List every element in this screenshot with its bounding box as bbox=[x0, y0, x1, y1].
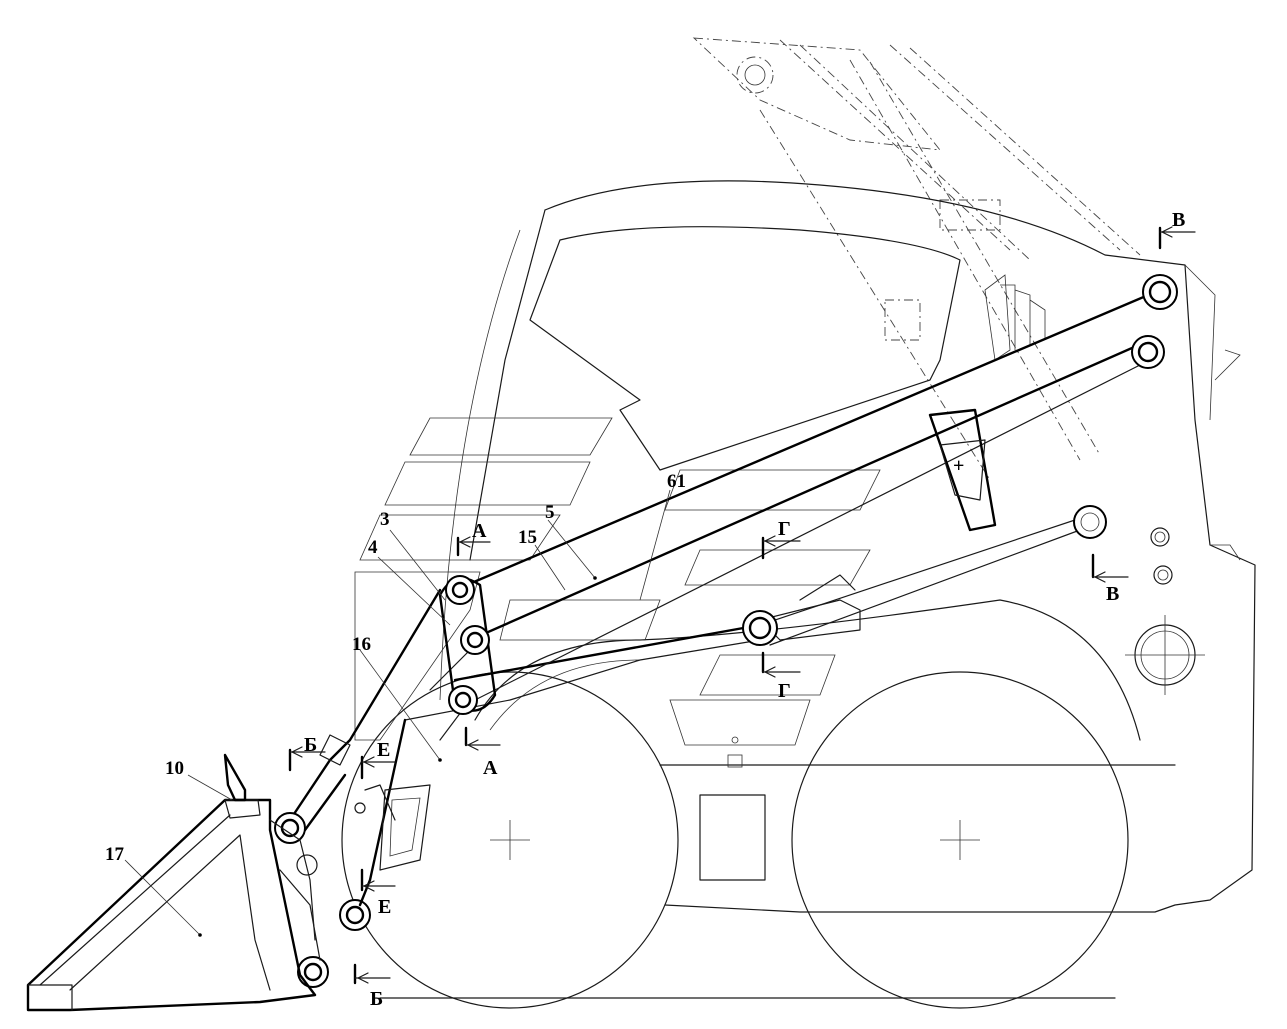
section-a-top-label: А bbox=[472, 520, 487, 542]
section-marks: А А Б Б В В Г Г bbox=[288, 209, 1196, 1010]
platform-outlines bbox=[354, 417, 881, 741]
section-g-top-label: Г bbox=[778, 518, 791, 540]
machine-body bbox=[379, 180, 1256, 999]
section-e-top-label: Е bbox=[377, 739, 390, 761]
callout-16: 16 bbox=[352, 634, 371, 655]
leader-lines bbox=[124, 489, 671, 937]
section-b-bottom-label: Б bbox=[370, 988, 383, 1010]
callout-61: 61 bbox=[667, 471, 686, 492]
front-wheel bbox=[341, 671, 679, 1009]
section-g-bottom-label: Г bbox=[778, 680, 791, 702]
rear-lower-pivot bbox=[1131, 335, 1165, 369]
callout-15: 15 bbox=[518, 527, 537, 548]
section-e-bottom-label: Е bbox=[378, 896, 391, 918]
raised-position-ghost bbox=[692, 37, 1141, 481]
rear-wheel bbox=[791, 671, 1129, 1009]
callout-5: 5 bbox=[545, 502, 555, 523]
callout-10: 10 bbox=[165, 758, 184, 779]
middle-pivot bbox=[742, 610, 778, 646]
section-v-top-label: В bbox=[1172, 209, 1185, 231]
section-v-bottom-label: В bbox=[1106, 583, 1119, 605]
callout-17: 17 bbox=[105, 844, 125, 865]
rear-upper-pivot bbox=[1142, 274, 1178, 310]
callout-numbers: 3 4 5 10 15 16 17 61 bbox=[105, 471, 686, 865]
access-panel bbox=[699, 794, 766, 881]
lift-cylinder-body bbox=[928, 408, 997, 532]
svg-text:+: + bbox=[953, 455, 964, 477]
bucket bbox=[26, 753, 321, 1012]
section-b-top-label: Б bbox=[304, 734, 317, 756]
wheels bbox=[341, 527, 1205, 1009]
callout-3: 3 bbox=[380, 509, 390, 530]
front-bracket bbox=[358, 718, 431, 907]
callout-4: 4 bbox=[368, 537, 378, 558]
link-pivot bbox=[1073, 505, 1107, 539]
section-a-bottom-label: А bbox=[483, 757, 498, 779]
pivots bbox=[274, 274, 1178, 988]
